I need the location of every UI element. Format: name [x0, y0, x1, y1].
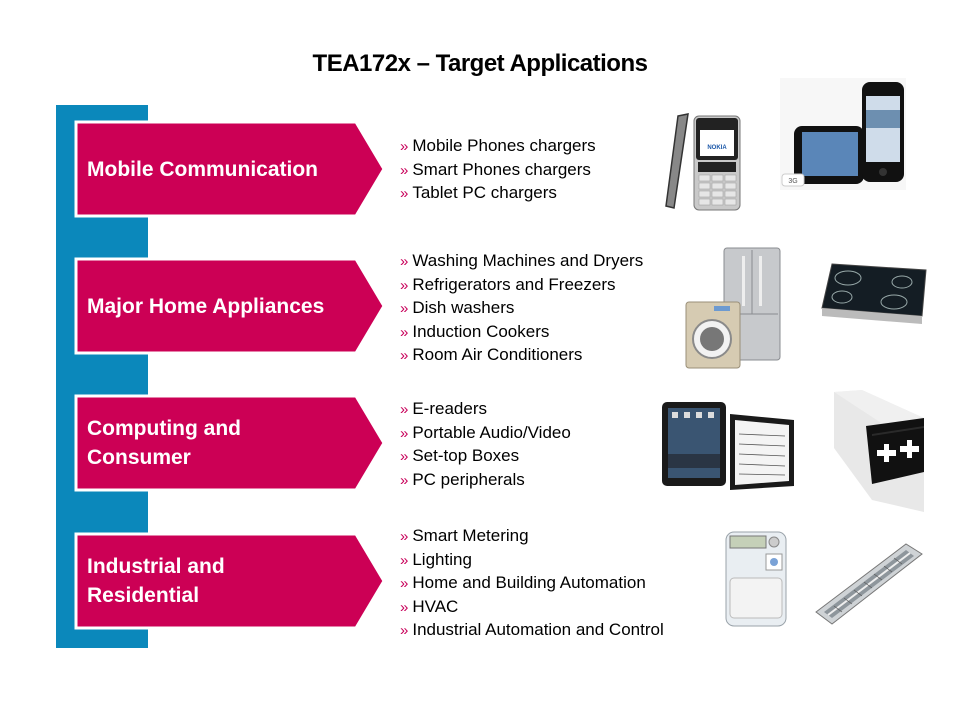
bullet-marker-icon: » [400, 551, 409, 569]
application-list: »E-readers »Portable Audio/Video »Set-to… [400, 398, 571, 492]
list-item: »Home and Building Automation [400, 573, 646, 592]
list-item: »Set-top Boxes [400, 446, 520, 465]
list-item: »Dish washers [400, 298, 515, 317]
list-item: »Induction Cookers [400, 321, 550, 341]
bullet-marker-icon: » [400, 253, 409, 270]
list-item: »Refrigerators and Freezers [400, 274, 616, 294]
washer-refrigerator-image [685, 247, 781, 369]
bullet-marker-icon: » [400, 598, 409, 616]
application-list: »Mobile Phones chargers »Smart Phones ch… [400, 135, 596, 206]
nokia-phone-image: NOKIA [665, 113, 741, 211]
bullet-marker-icon: » [400, 448, 409, 465]
induction-cooktop-image [821, 263, 927, 324]
application-list: »Washing Machines and Dryers »Refrigerat… [400, 250, 643, 368]
list-item: »Mobile Phones chargers [400, 136, 596, 155]
category-arrow: Major Home Appliances [74, 257, 386, 355]
smart-meter-image [725, 531, 787, 627]
bullet-marker-icon: » [400, 528, 409, 545]
application-list: »Smart Metering »Lighting »Home and Buil… [400, 525, 664, 643]
bullet-marker-icon: » [400, 347, 409, 364]
bullet-marker-icon: » [400, 401, 409, 418]
arrow-shape-icon [74, 532, 386, 630]
svg-text:NOKIA: NOKIA [707, 145, 727, 151]
list-item: »Lighting [400, 549, 472, 569]
bullet-marker-icon: » [400, 276, 409, 294]
list-item: »PC peripherals [400, 469, 525, 489]
bullet-marker-icon: » [400, 424, 409, 442]
category-label: Major Home Appliances [87, 294, 325, 318]
bullet-marker-icon: » [400, 161, 409, 179]
category-label: Mobile Communication [87, 157, 318, 181]
bullet-marker-icon: » [400, 323, 409, 341]
bullet-marker-icon: » [400, 138, 409, 155]
smartphone-image: 3G [780, 78, 906, 190]
slide-title: TEA172x – Target Applications [312, 50, 648, 77]
list-item: »Portable Audio/Video [400, 422, 571, 442]
list-item: »Smart Phones chargers [400, 159, 591, 179]
arrow-shape-icon [74, 120, 386, 218]
category-arrow: Industrial and Residential [74, 532, 386, 630]
svg-text:3G: 3G [788, 178, 797, 185]
list-item: »HVAC [400, 596, 459, 616]
arrow-shape-icon [74, 394, 386, 492]
light-fixture-image [815, 543, 923, 625]
set-top-box-image [834, 390, 924, 512]
bullet-marker-icon: » [400, 575, 409, 592]
category-arrow: Computing and Consumer [74, 394, 386, 492]
list-item: »Room Air Conditioners [400, 345, 583, 364]
list-item: »E-readers [400, 399, 487, 418]
bullet-marker-icon: » [400, 300, 409, 317]
arrow-shape-icon [74, 257, 386, 355]
bullet-marker-icon: » [400, 471, 409, 489]
bullet-marker-icon: » [400, 622, 409, 639]
tablets-image [662, 402, 794, 490]
category-arrow: Mobile Communication [74, 120, 386, 218]
category-label: Computing and Consumer [87, 417, 241, 469]
category-label: Industrial and Residential [87, 555, 225, 607]
list-item: »Industrial Automation and Control [400, 620, 664, 639]
list-item: »Smart Metering [400, 526, 529, 545]
bullet-marker-icon: » [400, 185, 409, 202]
list-item: »Tablet PC chargers [400, 183, 557, 202]
list-item: »Washing Machines and Dryers [400, 251, 644, 270]
